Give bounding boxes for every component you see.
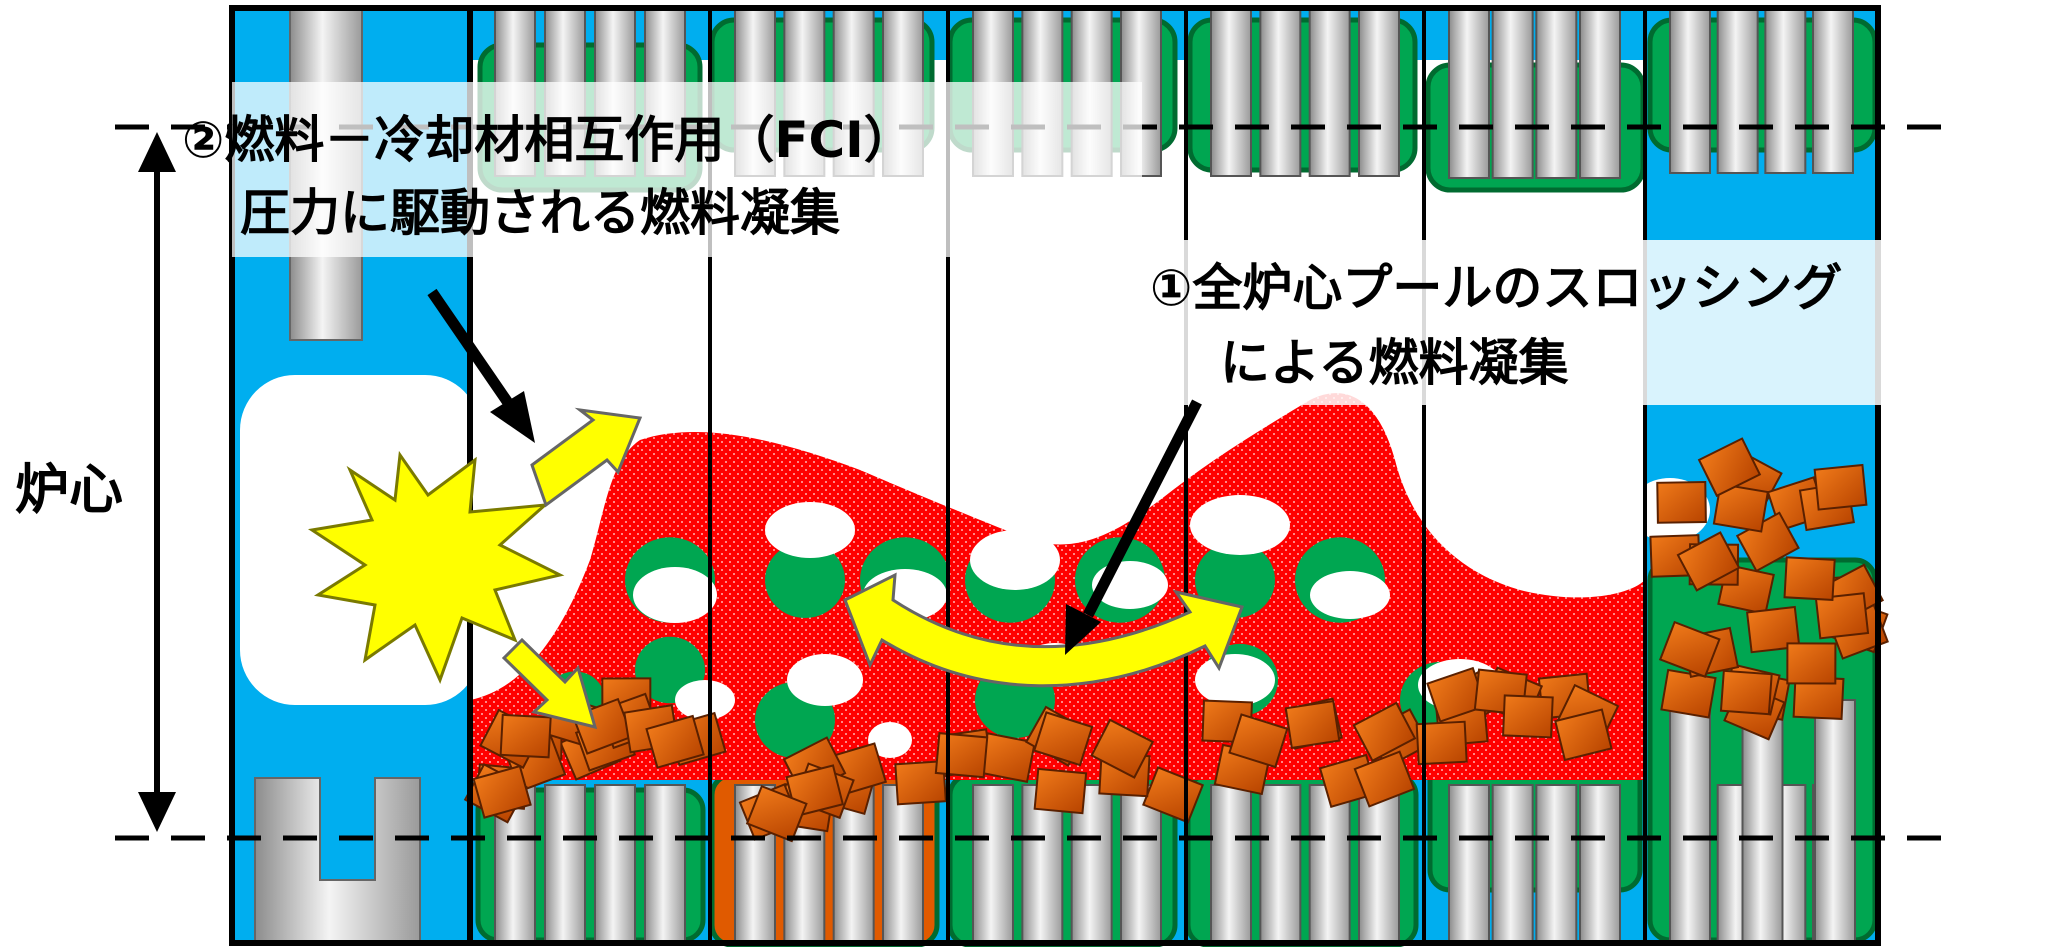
core-label: 炉心 bbox=[15, 458, 123, 521]
fuel-pin bbox=[644, 784, 686, 944]
debris-particle bbox=[1676, 531, 1741, 592]
debris-particle bbox=[1712, 482, 1769, 533]
fuel-pin bbox=[1669, 699, 1711, 944]
fuel-pin bbox=[544, 784, 586, 944]
pool-hole-void bbox=[787, 654, 863, 706]
debris-particle bbox=[1415, 720, 1468, 766]
debris-particle bbox=[1352, 701, 1417, 763]
fuel-pin bbox=[1579, 7, 1621, 179]
pool-hole-void bbox=[970, 530, 1060, 590]
fuel-pin bbox=[1448, 7, 1490, 179]
slosh-subtitle: による燃料凝集 bbox=[1220, 334, 1569, 392]
debris-particle bbox=[934, 732, 989, 779]
fuel-pin bbox=[1210, 784, 1252, 944]
yellow-block-arrow-icon bbox=[501, 407, 643, 730]
fuel-pin bbox=[594, 784, 636, 944]
black-pointer-arrow-icon bbox=[427, 288, 1202, 655]
molten-fuel-pool bbox=[470, 393, 1645, 780]
pool-hole-void bbox=[675, 680, 735, 720]
debris-particle bbox=[1033, 767, 1088, 815]
debris-particle bbox=[1660, 668, 1717, 719]
fci-subtitle: 圧力に駆動される燃料凝集 bbox=[240, 184, 840, 242]
pool-hole-green bbox=[765, 542, 845, 618]
fuel-pin bbox=[1535, 784, 1578, 944]
fuel-pin bbox=[1120, 784, 1162, 944]
fci-title: ②燃料－冷却材相互作用（FCI） bbox=[182, 111, 914, 169]
fuel-pin bbox=[1812, 7, 1854, 174]
debris-particle bbox=[1284, 699, 1341, 750]
fuel-pin bbox=[1764, 7, 1807, 174]
debris-particle bbox=[745, 784, 808, 843]
fuel-pin bbox=[1358, 7, 1400, 177]
fuel-pin bbox=[1308, 7, 1351, 177]
debris-particle bbox=[1090, 718, 1155, 779]
debris-particle bbox=[645, 714, 705, 769]
pool-hole-void bbox=[868, 722, 912, 758]
pool-hole-green bbox=[1195, 542, 1275, 618]
pool-hole-void bbox=[765, 502, 855, 558]
fuel-pin bbox=[1358, 784, 1400, 944]
slosh-label-panel bbox=[1170, 240, 1890, 405]
pool-hole-void bbox=[1190, 495, 1290, 555]
debris-particle bbox=[1783, 556, 1836, 601]
fci-label-panel bbox=[232, 82, 1142, 257]
pool-hole-void bbox=[1310, 571, 1390, 619]
fuel-pin bbox=[1716, 7, 1759, 174]
pool-hole-void bbox=[633, 567, 717, 623]
starburst-icon bbox=[307, 450, 565, 685]
debris-particle bbox=[1554, 708, 1613, 762]
fuel-pin bbox=[1259, 784, 1302, 944]
debris-particle bbox=[1697, 437, 1762, 498]
fuel-pin bbox=[882, 784, 924, 944]
slosh-title: ①全炉心プールのスロッシング bbox=[1150, 259, 1842, 317]
core-height-arrow bbox=[138, 132, 176, 832]
debris-particle bbox=[499, 713, 552, 759]
debris-particle bbox=[1745, 605, 1801, 654]
fuel-pin bbox=[1535, 7, 1578, 179]
pool-hole-void bbox=[1195, 654, 1275, 706]
debris-particle bbox=[1033, 711, 1094, 767]
debris-particle bbox=[1353, 750, 1416, 808]
fuel-pin bbox=[1669, 7, 1711, 174]
debris-particle bbox=[1719, 669, 1773, 716]
fuel-pin bbox=[1259, 7, 1302, 177]
debris-particle bbox=[1814, 592, 1870, 640]
debris-particle bbox=[1228, 713, 1289, 769]
fuel-pin bbox=[1579, 784, 1621, 944]
debris-particle bbox=[1813, 463, 1868, 511]
debris-particle bbox=[472, 764, 532, 819]
fuel-pin bbox=[1491, 7, 1534, 179]
debris-particle bbox=[1786, 642, 1837, 685]
fuel-pin bbox=[1491, 784, 1534, 944]
double-headed-curved-arrow-icon bbox=[843, 572, 1245, 688]
fuel-debris bbox=[463, 437, 1889, 843]
fuel-pin bbox=[1308, 784, 1351, 944]
fuel-pin bbox=[1210, 7, 1252, 177]
fuel-pin bbox=[1448, 784, 1490, 944]
debris-particle bbox=[1656, 481, 1707, 524]
fuel-pin bbox=[1814, 699, 1856, 944]
debris-particle bbox=[894, 760, 947, 806]
fuel-pin bbox=[972, 784, 1014, 944]
debris-particle bbox=[1658, 620, 1721, 678]
debris-particle bbox=[1502, 694, 1554, 739]
